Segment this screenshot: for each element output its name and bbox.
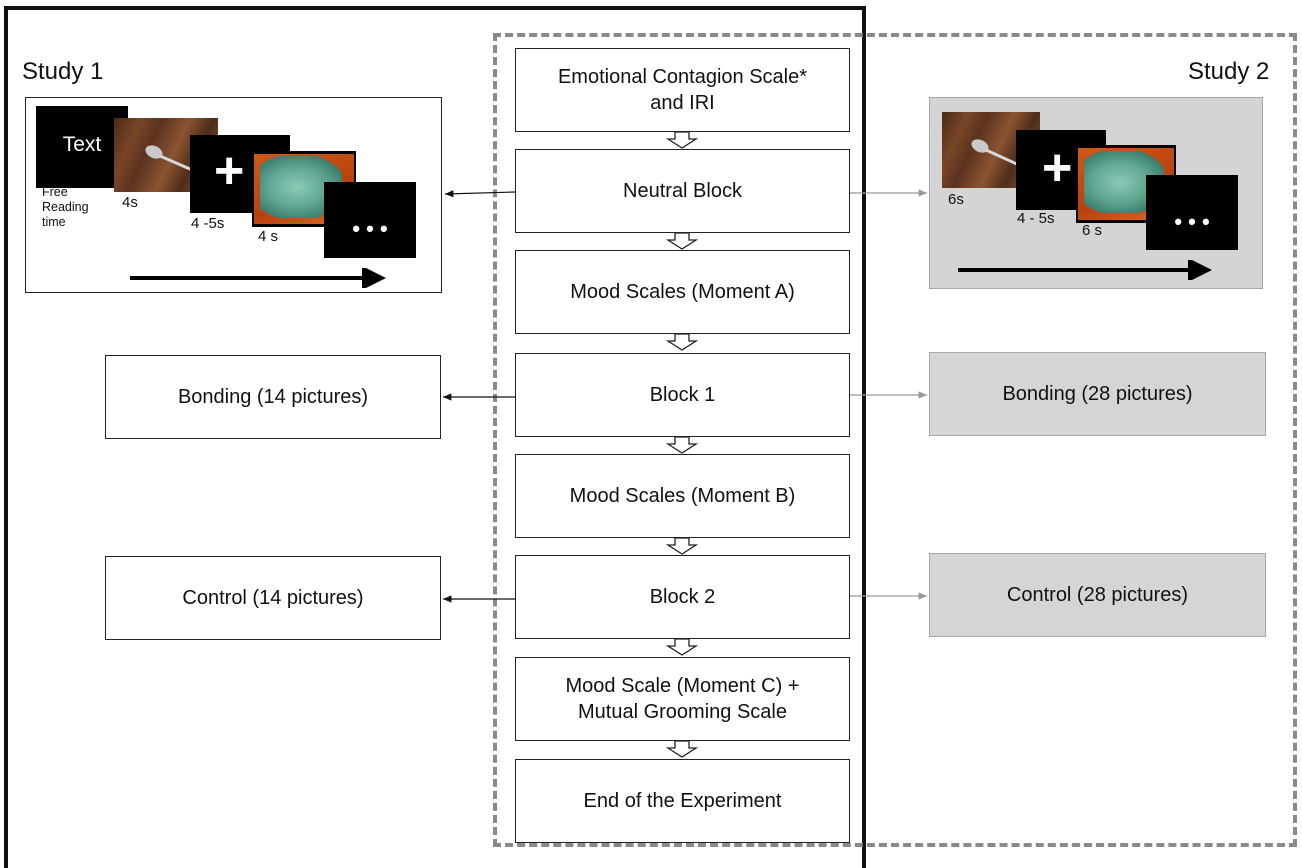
flow-box-end-label: End of the Experiment xyxy=(583,790,782,812)
study1-control-label: Control (14 pictures) xyxy=(182,586,364,609)
flow-box-mood-c-line1: Mood Scale (Moment C) + xyxy=(565,675,800,697)
ellipsis-icon: • • • xyxy=(352,216,388,241)
study2-fixation-time: 4 - 5s xyxy=(1017,210,1055,227)
study2-timeline-arrow xyxy=(958,260,1212,280)
flow-box-block1-label: Block 1 xyxy=(649,384,716,406)
flow-box-scales-line2: and IRI xyxy=(650,92,715,114)
flow-box-end: End of the Experiment xyxy=(515,759,850,843)
flow-box-block2: Block 2 xyxy=(515,555,850,639)
study1-bonding-label: Bonding (14 pictures) xyxy=(177,385,369,408)
text-card: Text xyxy=(36,106,128,188)
study2-photo2-time: 6 s xyxy=(1082,222,1103,239)
study2-photo1-time: 6s xyxy=(948,191,964,208)
arrow-neutral-to-study1 xyxy=(444,190,516,198)
study2-ellipsis-card: • • • xyxy=(1146,175,1238,250)
flow-box-mood-c-line2: Mutual Grooming Scale xyxy=(578,701,787,723)
flow-box-mood-b: Mood Scales (Moment B) xyxy=(515,454,850,538)
study1-frame xyxy=(4,6,866,868)
study1-bonding-box: Bonding (14 pictures) xyxy=(105,355,441,439)
flow-box-scales: Emotional Contagion Scale* and IRI xyxy=(515,48,850,132)
study2-frame xyxy=(493,33,1297,847)
text-card-label: Text xyxy=(62,133,102,156)
flow-box-neutral-block-label: Neutral Block xyxy=(623,180,742,202)
flow-box-scales-line1: Emotional Contagion Scale* xyxy=(557,66,808,88)
study2-control-box: Control (28 pictures) xyxy=(929,553,1266,637)
down-arrow-3 xyxy=(665,333,699,351)
text-card-caption: Free Reading time xyxy=(42,185,89,229)
photo2-time: 4 s xyxy=(258,228,279,245)
down-arrow-1 xyxy=(665,131,699,149)
study2-label: Study 2 xyxy=(1188,58,1270,85)
study2-control-label: Control (28 pictures) xyxy=(1006,583,1189,606)
fixation-cross-icon: + xyxy=(214,142,245,200)
study2-sequence-panel: 6s + 4 - 5s 6 s • • • xyxy=(929,97,1263,289)
down-arrow-2 xyxy=(665,232,699,250)
photo1-time: 4s xyxy=(122,194,138,211)
flow-box-mood-a-label: Mood Scales (Moment A) xyxy=(570,281,795,303)
fixation-time: 4 -5s xyxy=(191,215,225,232)
study1-label: Study 1 xyxy=(22,58,104,85)
flow-box-block1: Block 1 xyxy=(515,353,850,437)
down-arrow-5 xyxy=(665,537,699,555)
down-arrow-7 xyxy=(665,740,699,758)
flow-box-mood-c: Mood Scale (Moment C) + Mutual Grooming S… xyxy=(515,657,850,741)
study2-bonding-label: Bonding (28 pictures) xyxy=(1002,382,1193,405)
study1-control-box: Control (14 pictures) xyxy=(105,556,441,640)
down-arrow-6 xyxy=(665,638,699,656)
flow-down-arrows xyxy=(665,131,699,758)
timeline-arrow xyxy=(130,268,386,288)
study2-fixation-cross-icon: + xyxy=(1042,139,1073,197)
study1-sequence-panel: Text Free Reading time 4s + 4 -5s 4 s • … xyxy=(25,97,442,293)
study2-bonding-box: Bonding (28 pictures) xyxy=(929,352,1266,436)
flow-box-mood-a: Mood Scales (Moment A) xyxy=(515,250,850,334)
flow-box-mood-b-label: Mood Scales (Moment B) xyxy=(569,485,796,507)
flow-box-block2-label: Block 2 xyxy=(649,586,716,608)
down-arrow-4 xyxy=(665,436,699,454)
study2-ellipsis-icon: • • • xyxy=(1174,209,1210,234)
flow-box-neutral-block: Neutral Block xyxy=(515,149,850,233)
ellipsis-card: • • • xyxy=(324,182,416,258)
